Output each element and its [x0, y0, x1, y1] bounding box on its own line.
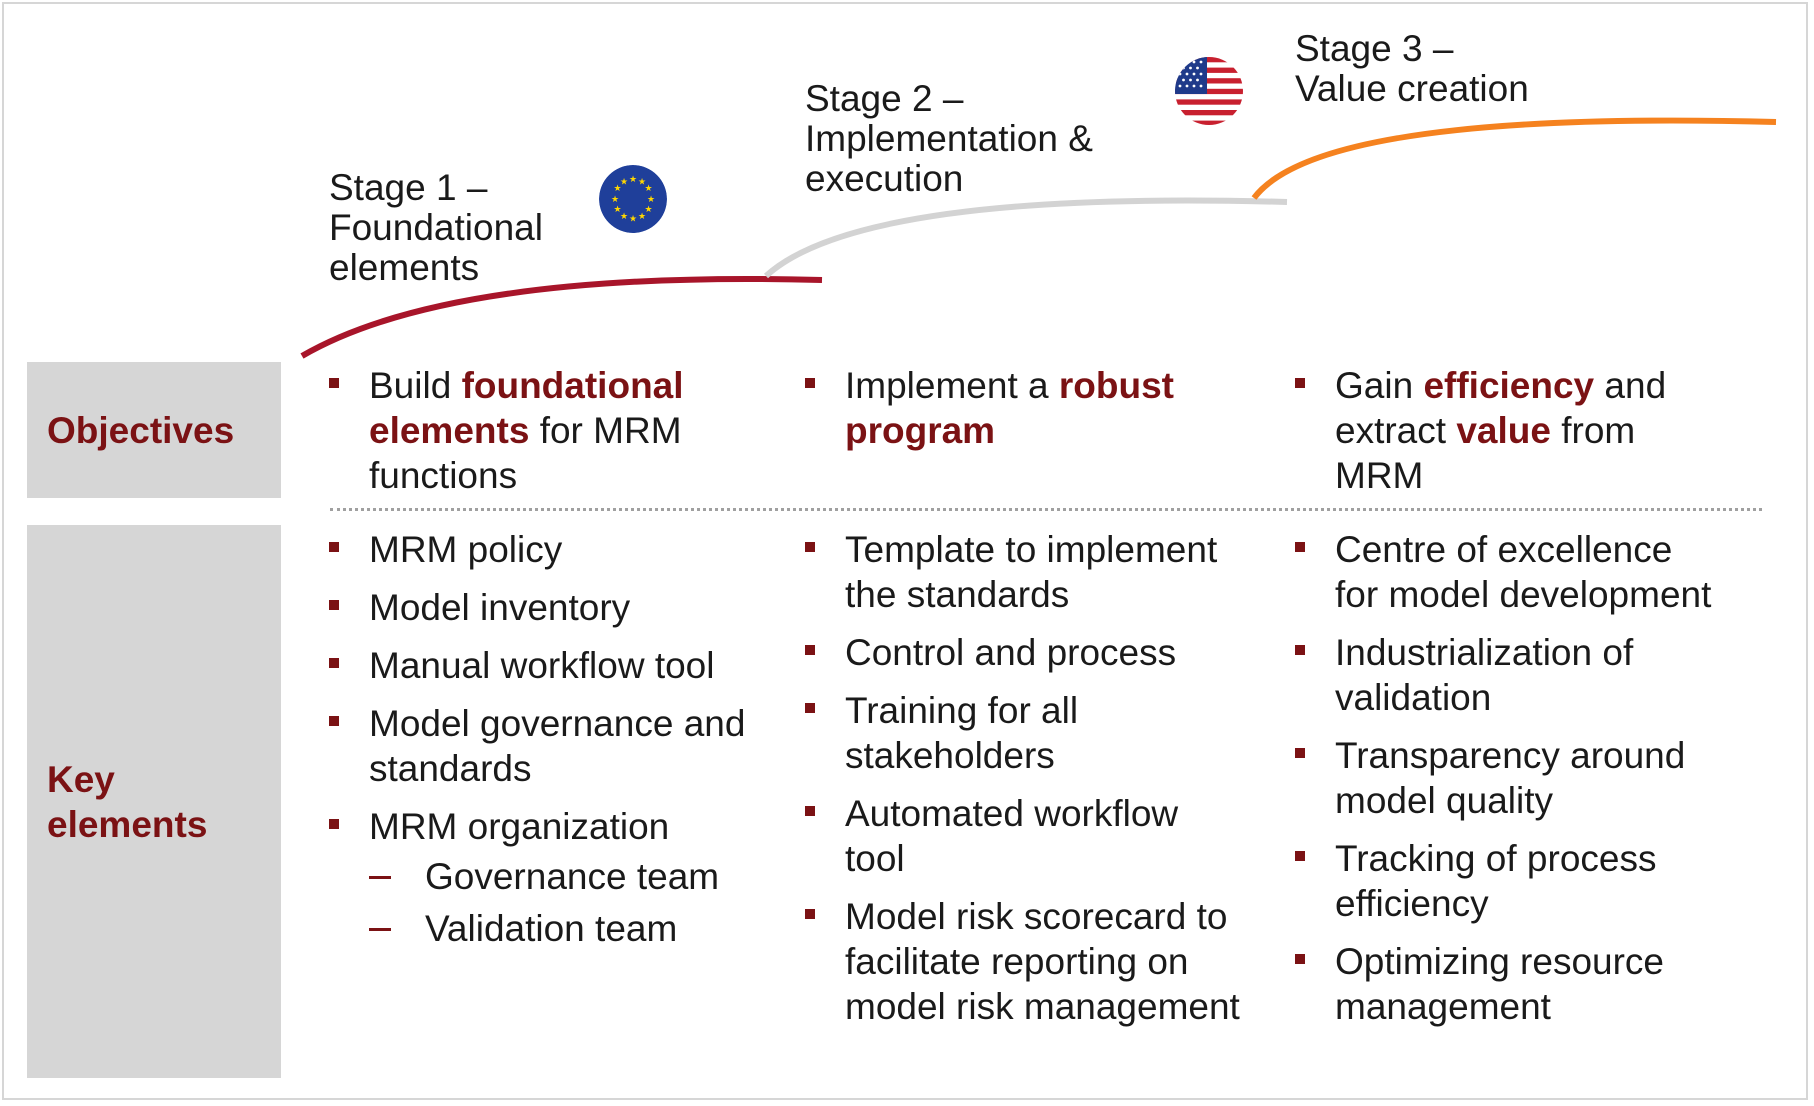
list-item: Automated workflow tool — [805, 791, 1245, 881]
list-item: Model inventory — [329, 585, 779, 630]
svg-text:★: ★ — [629, 215, 637, 225]
stage-3-curve — [1251, 117, 1777, 200]
objectives-stage-3: Gain efficiency and extract value from M… — [1295, 363, 1715, 511]
list-item: MRM organization — [329, 804, 779, 849]
sub-list-item: Governance team — [329, 854, 779, 899]
svg-text:★: ★ — [629, 175, 637, 185]
list-item: Manual workflow tool — [329, 643, 779, 688]
stage-1-title: Stage 1 – Foundational elements — [329, 167, 543, 288]
svg-text:★: ★ — [644, 184, 652, 194]
svg-text:★: ★ — [620, 212, 628, 222]
svg-text:★: ★ — [611, 195, 619, 205]
list-item: Optimizing resource management — [1295, 939, 1725, 1029]
key-elements-label: Key elements — [27, 525, 281, 1078]
list-item: Model risk scorecard to facilitate repor… — [805, 894, 1245, 1029]
svg-text:★: ★ — [638, 212, 646, 222]
stage-1-curve — [300, 276, 823, 359]
list-item: Template to implement the standards — [805, 527, 1245, 617]
stage-2-curve — [763, 197, 1288, 279]
list-item: Industrialization of validation — [1295, 630, 1725, 720]
us-flag-icon — [1175, 57, 1243, 125]
list-item: MRM policy — [329, 527, 779, 572]
svg-text:★: ★ — [644, 205, 652, 215]
eu-flag-icon: ★★★ ★★★ ★★★ ★★★ — [599, 165, 667, 233]
list-item: Control and process — [805, 630, 1245, 675]
stage-3-title: Stage 3 – Value creation — [1295, 28, 1529, 109]
objectives-stage-2: Implement a robust program — [805, 363, 1225, 466]
key-elements-stage-1: MRM policy Model inventory Manual workfl… — [329, 527, 779, 958]
objective-item: Build foundational elements for MRM func… — [329, 363, 769, 498]
svg-text:★: ★ — [638, 178, 646, 188]
objectives-label: Objectives — [27, 362, 281, 498]
svg-text:★: ★ — [620, 178, 628, 188]
list-item: Training for all stakeholders — [805, 688, 1245, 778]
key-elements-stage-2: Template to implement the standards Cont… — [805, 527, 1245, 1042]
list-item: Centre of excellence for model developme… — [1295, 527, 1725, 617]
objectives-stage-1: Build foundational elements for MRM func… — [329, 363, 769, 511]
stage-2-title: Stage 2 – Implementation & execution — [805, 78, 1093, 199]
list-item: Transparency around model quality — [1295, 733, 1725, 823]
row-divider — [330, 508, 1762, 511]
svg-text:★: ★ — [613, 184, 621, 194]
list-item: Tracking of process efficiency — [1295, 836, 1725, 926]
svg-text:★: ★ — [613, 205, 621, 215]
list-item: Model governance and standards — [329, 701, 779, 791]
svg-text:★: ★ — [647, 195, 655, 205]
sub-list-item: Validation team — [329, 906, 779, 951]
key-elements-stage-3: Centre of excellence for model developme… — [1295, 527, 1725, 1042]
objective-item: Gain efficiency and extract value from M… — [1295, 363, 1715, 498]
objective-item: Implement a robust program — [805, 363, 1225, 453]
